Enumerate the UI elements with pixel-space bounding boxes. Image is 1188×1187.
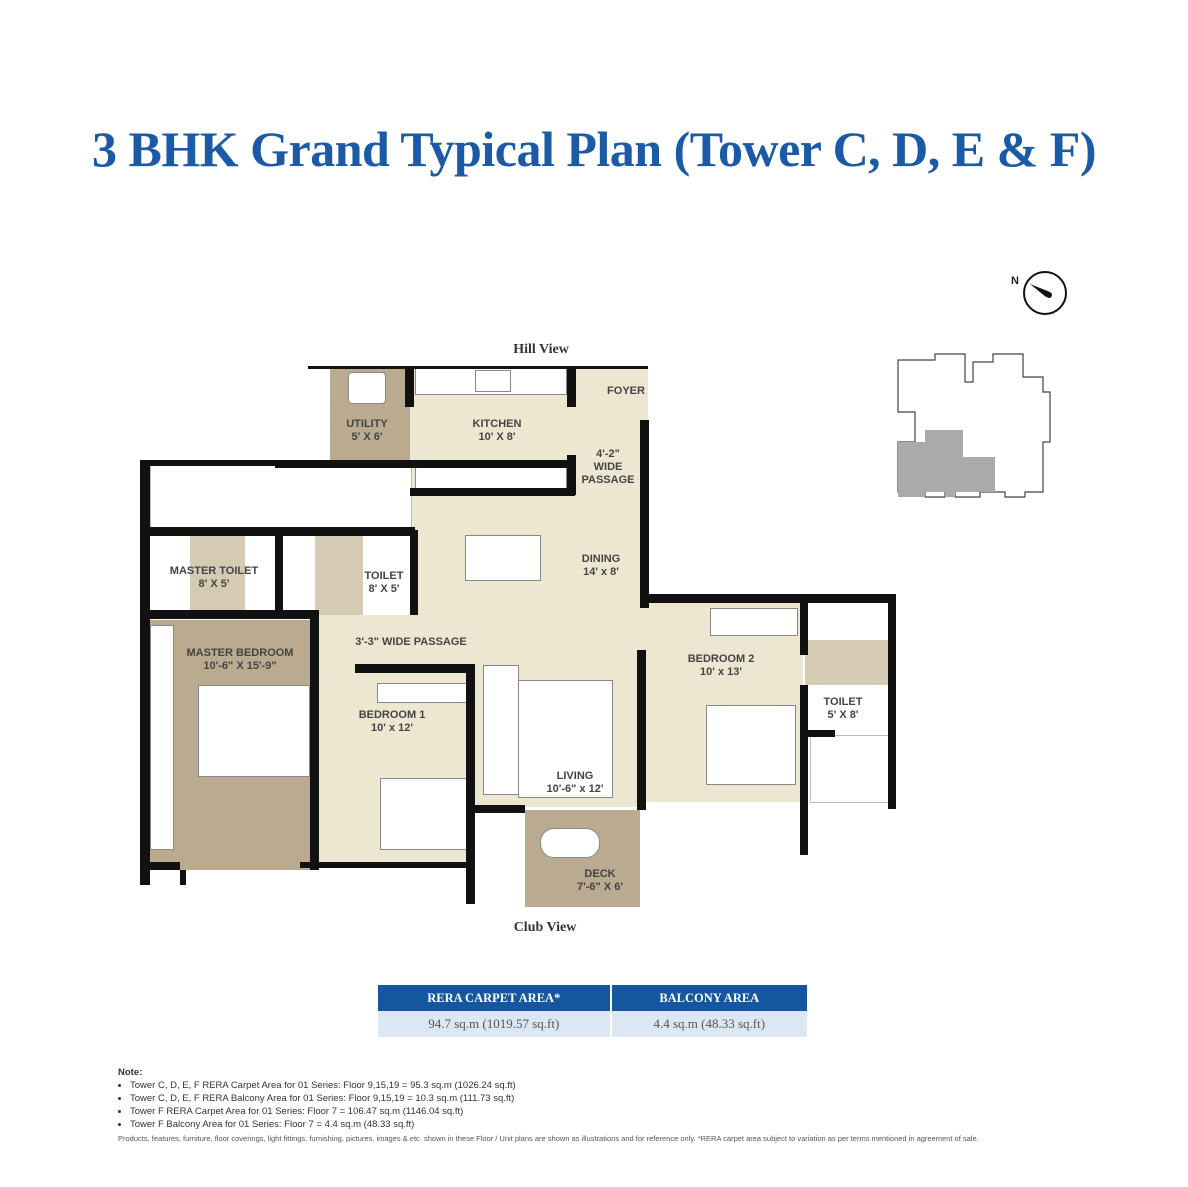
carpet-area-header: RERA CARPET AREA* [378,985,612,1011]
sofa [483,665,519,795]
open-duct [150,465,412,530]
area-table: RERA CARPET AREA*BALCONY AREA 94.7 sq.m … [378,985,810,1037]
disclaimer: Products, features, furniture, floor cov… [118,1134,979,1143]
notes-heading: Note: [118,1067,143,1078]
bedroom2-bed [706,705,796,785]
page-title: 3 BHK Grand Typical Plan (Tower C, D, E … [91,121,1097,177]
bedroom1-wardrobe [377,683,467,703]
compass-icon [1022,270,1068,316]
living-rug [518,680,613,798]
deck-chairs [540,828,600,858]
note-item: Tower C, D, E, F RERA Carpet Area for 01… [130,1079,516,1092]
club-view-label: Club View [513,920,577,935]
key-plan [895,352,1075,507]
deck-room [525,810,640,907]
bedroom2-wardrobe [710,608,798,636]
master-bed [198,685,310,777]
washing-machine-icon [348,372,386,404]
dining-table [465,535,541,581]
hill-view-label: Hill View [513,342,569,357]
compass-north-label: N [1011,275,1019,287]
master-toilet-floor [190,535,245,615]
foyer-label: FOYER [607,385,645,397]
toilet-floor [315,535,363,615]
balcony-duct [810,735,890,803]
passage-label: 3'-3" WIDE PASSAGE [355,636,467,648]
carpet-area-value: 94.7 sq.m (1019.57 sq.ft) [378,1011,612,1037]
bedroom1-bed [380,778,470,850]
balcony-area-value: 4.4 sq.m (48.33 sq.ft) [610,1011,810,1037]
balcony-area-header: BALCONY AREA [610,985,810,1011]
stove-icon [475,370,511,392]
note-item: Tower F RERA Carpet Area for 01 Series: … [130,1105,516,1118]
notes: Note: Tower C, D, E, F RERA Carpet Area … [118,1066,516,1131]
note-item: Tower C, D, E, F RERA Balcony Area for 0… [130,1092,516,1105]
toilet2-floor [805,640,893,685]
master-wardrobe [150,625,174,850]
note-item: Tower F Balcony Area for 01 Series: Floo… [130,1118,516,1131]
